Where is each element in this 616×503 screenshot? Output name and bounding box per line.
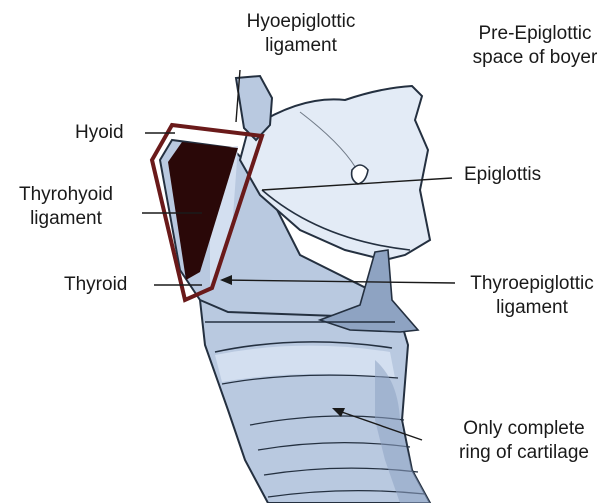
label-epiglottis: Epiglottis <box>464 163 541 187</box>
label-hyoepiglottic-line1: Hyoepiglottic <box>226 10 376 34</box>
label-hyoid: Hyoid <box>75 121 124 145</box>
label-thyrohyoid-line2: ligament <box>4 207 128 231</box>
label-thyroid: Thyroid <box>64 273 127 297</box>
label-thyrohyoid-ligament: Thyrohyoid ligament <box>4 183 128 231</box>
label-hyoepiglottic-line2: ligament <box>226 34 376 58</box>
label-cricoid-line1: Only complete <box>436 417 612 441</box>
label-epiglottis-text: Epiglottis <box>464 163 541 187</box>
label-thyroid-text: Thyroid <box>64 273 127 297</box>
label-cricoid-line2: ring of cartilage <box>436 441 612 465</box>
label-pre-epiglottic-space: Pre-Epiglottic space of boyer <box>456 22 614 70</box>
label-thyroepiglottic-line1: Thyroepiglottic <box>453 272 611 296</box>
label-hyoid-text: Hyoid <box>75 121 124 145</box>
label-hyoepiglottic-ligament: Hyoepiglottic ligament <box>226 10 376 58</box>
label-thyroepiglottic-ligament: Thyroepiglottic ligament <box>453 272 611 320</box>
label-pre-epiglottic-line1: Pre-Epiglottic <box>456 22 614 46</box>
label-pre-epiglottic-line2: space of boyer <box>456 46 614 70</box>
label-cricoid-complete-ring: Only complete ring of cartilage <box>436 417 612 465</box>
label-thyroepiglottic-line2: ligament <box>453 296 611 320</box>
label-thyrohyoid-line1: Thyrohyoid <box>4 183 128 207</box>
